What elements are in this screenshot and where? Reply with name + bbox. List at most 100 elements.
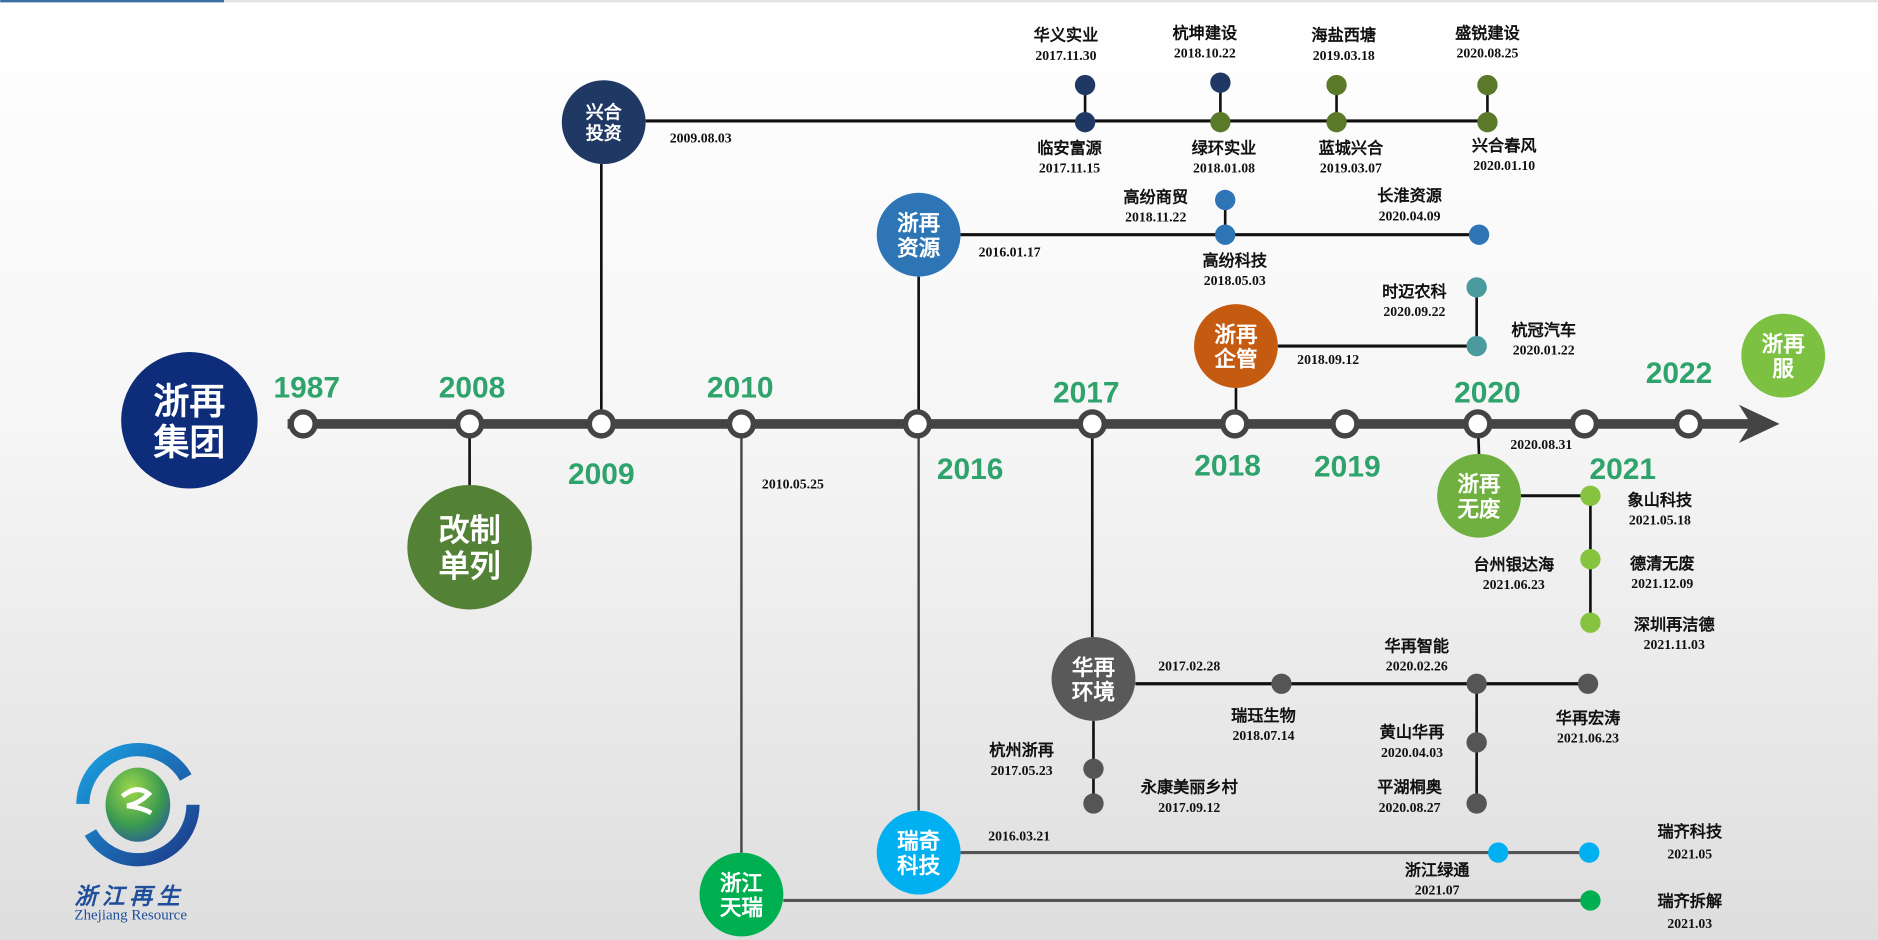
company-node[interactable]: [1466, 732, 1487, 753]
company-date: 2020.01.22: [1513, 342, 1575, 357]
company-node[interactable]: [1477, 74, 1498, 96]
hub-mgmt[interactable]: [1194, 304, 1278, 388]
hub-label-mgmt: 企管: [1213, 347, 1257, 373]
year-node-2009[interactable]: [586, 409, 616, 439]
hub-huazai[interactable]: [1051, 637, 1136, 721]
year-node-2021[interactable]: [1569, 409, 1600, 439]
year-node-2019[interactable]: [1330, 409, 1360, 439]
year-label-2009: 2009: [568, 458, 635, 491]
year-node-1987[interactable]: [288, 409, 318, 439]
logo-z-icon: [120, 787, 153, 816]
company-node[interactable]: [1083, 758, 1104, 779]
hub-group[interactable]: [121, 352, 258, 489]
hub-label-resource: 资源: [897, 236, 941, 261]
top-bar: [224, 0, 1878, 3]
company-date: 2020.09.22: [1383, 304, 1445, 319]
year-label-2008: 2008: [439, 372, 506, 405]
company-node[interactable]: [1215, 224, 1236, 245]
company-name: 永康美丽乡村: [1140, 778, 1238, 797]
company-date: 2017.11.30: [1035, 48, 1096, 63]
hub-label-service: 服: [1772, 357, 1794, 382]
year-node-2020[interactable]: [1463, 409, 1493, 439]
company-date: 2019.03.18: [1313, 48, 1375, 63]
company-date: 2018.01.08: [1193, 160, 1255, 175]
hub-nowaste[interactable]: [1437, 453, 1521, 538]
logo-ring-icon: [76, 743, 200, 867]
hub-label-reform: 改制: [438, 513, 500, 549]
company-name: 华义实业: [1034, 26, 1099, 45]
company-node[interactable]: [1477, 111, 1498, 133]
year-node-2008[interactable]: [454, 409, 485, 439]
company-node[interactable]: [1215, 189, 1236, 211]
timeline-arrow-icon: [1738, 404, 1780, 444]
company-node[interactable]: [1579, 842, 1600, 863]
hub-tianrui[interactable]: [699, 852, 784, 937]
hub-label-ruiqi: 科技: [897, 854, 941, 879]
company-name: 杭州浙再: [989, 741, 1054, 760]
company-date: 2021.05.18: [1629, 512, 1691, 527]
hub-label-ruiqi: 瑞奇: [897, 829, 940, 854]
company-name: 高纷科技: [1202, 251, 1267, 270]
company-name: 绿环实业: [1192, 138, 1257, 157]
year-node-2017[interactable]: [1077, 409, 1107, 439]
company-node[interactable]: [1326, 111, 1347, 133]
company-node[interactable]: [1466, 793, 1487, 814]
company-name: 象山科技: [1628, 490, 1693, 509]
hub-ruiqi[interactable]: [876, 810, 961, 895]
hub-service[interactable]: [1741, 313, 1826, 398]
company-date: 2018.05.03: [1204, 273, 1266, 288]
year-label-2017: 2017: [1053, 376, 1120, 409]
company-node[interactable]: [1326, 74, 1347, 96]
company-node[interactable]: [1580, 612, 1601, 633]
hub-label-tianrui: 浙江: [720, 871, 764, 896]
company-node[interactable]: [1580, 485, 1601, 506]
year-label-2010: 2010: [707, 372, 774, 405]
company-node[interactable]: [1083, 793, 1104, 814]
company-node[interactable]: [1468, 224, 1490, 245]
company-node[interactable]: [1210, 111, 1231, 133]
company-date: 2020.08.25: [1456, 45, 1518, 60]
company-date: 2018.07.14: [1233, 728, 1295, 743]
company-name: 浙江绿通: [1405, 860, 1470, 879]
hub-date-tianrui: 2010.05.25: [762, 477, 824, 492]
year-node-2018[interactable]: [1220, 409, 1250, 439]
company-name: 高纷商贸: [1123, 187, 1188, 206]
year-node-2022[interactable]: [1673, 409, 1704, 439]
company-date: 2020.01.10: [1473, 158, 1535, 173]
company-node[interactable]: [1074, 111, 1096, 133]
company-date: 2021.06.23: [1557, 730, 1619, 745]
company-date: 2021.06.23: [1483, 577, 1545, 592]
company-name: 时迈农科: [1382, 282, 1447, 301]
company-node[interactable]: [1210, 72, 1231, 93]
company-name: 杭坤建设: [1173, 23, 1238, 42]
company-date: 2019.03.07: [1320, 160, 1382, 175]
hub-resource[interactable]: [876, 192, 961, 277]
company-node[interactable]: [1466, 277, 1487, 298]
year-label-2016: 2016: [937, 453, 1004, 486]
company-node[interactable]: [1580, 549, 1601, 570]
company-name: 华再智能: [1384, 636, 1449, 655]
hub-label-xinghe: 兴合: [586, 102, 623, 124]
hub-date-huazai: 2017.02.28: [1158, 659, 1220, 674]
company-node[interactable]: [1466, 335, 1487, 357]
company-node[interactable]: [1074, 74, 1096, 96]
company-name: 盛锐建设: [1455, 23, 1520, 42]
company-name: 临安富源: [1037, 138, 1102, 157]
company-node[interactable]: [1577, 673, 1599, 694]
hub-date-xinghe: 2009.08.03: [670, 130, 732, 145]
hub-xinghe[interactable]: [561, 80, 646, 165]
year-node-2016[interactable]: [902, 409, 933, 439]
company-node[interactable]: [1580, 890, 1601, 911]
company-date: 2020.02.26: [1386, 659, 1448, 674]
company-name: 德清无废: [1630, 554, 1695, 573]
company-date: 2018.10.22: [1174, 45, 1236, 60]
company-date: 2017.05.23: [991, 763, 1053, 778]
company-node[interactable]: [1466, 673, 1487, 694]
company-node[interactable]: [1488, 842, 1509, 863]
hub-label-nowaste: 无废: [1458, 496, 1502, 522]
year-node-2010[interactable]: [726, 409, 757, 439]
company-node[interactable]: [1271, 673, 1292, 694]
company-date: 2021.12.09: [1631, 576, 1693, 591]
hub-reform[interactable]: [407, 484, 532, 610]
hub-label-resource: 浙再: [897, 211, 941, 236]
